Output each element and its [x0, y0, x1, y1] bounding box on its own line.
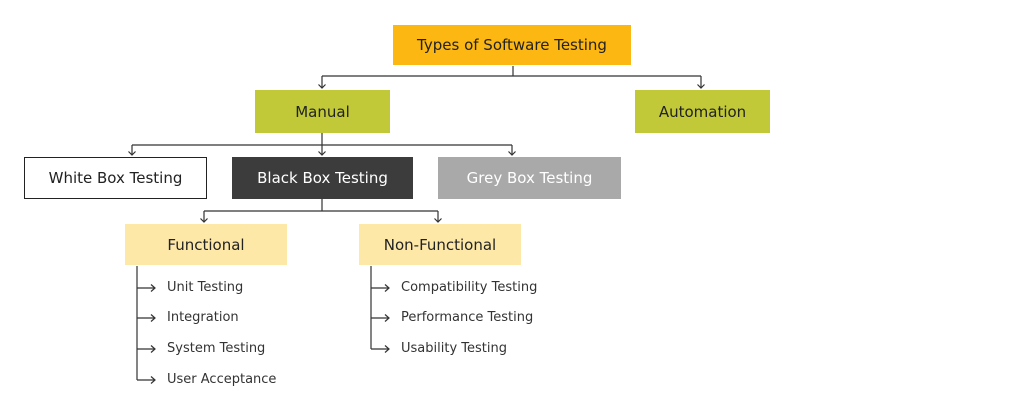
root-label: Types of Software Testing	[417, 36, 607, 54]
black-box-node: Black Box Testing	[232, 157, 413, 199]
non-functional-item-performance: Performance Testing	[401, 310, 534, 325]
connector-manual-to-types	[131, 133, 513, 155]
arrowheads-non-functional-list	[384, 284, 390, 353]
white-box-node: White Box Testing	[24, 157, 207, 199]
functional-item-system-testing: System Testing	[167, 341, 266, 356]
arrowhead-functional	[200, 218, 208, 223]
connector-black-box-to-subtypes	[203, 199, 439, 222]
automation-label: Automation	[658, 102, 747, 121]
connector-functional-list	[136, 266, 155, 381]
grey-box-label: Grey Box Testing	[466, 169, 593, 187]
functional-node: Functional	[125, 224, 287, 265]
non-functional-item-compatibility: Compatibility Testing	[401, 280, 538, 295]
functional-label: Functional	[167, 235, 245, 254]
arrowhead-non-functional	[434, 218, 442, 223]
arrowhead-black-box	[318, 151, 326, 156]
functional-item-user-acceptance: User Acceptance	[167, 372, 277, 387]
non-functional-item-usability: Usability Testing	[401, 341, 507, 356]
functional-item-integration: Integration	[167, 310, 239, 325]
connector-root-to-categories	[321, 66, 702, 88]
automation-node: Automation	[635, 90, 770, 133]
root-node: Types of Software Testing	[393, 25, 631, 65]
arrowhead-grey-box	[508, 151, 516, 156]
arrowhead-manual	[318, 84, 326, 89]
white-box-label: White Box Testing	[48, 169, 183, 187]
grey-box-node: Grey Box Testing	[438, 157, 621, 199]
non-functional-label: Non-Functional	[383, 235, 497, 254]
black-box-label: Black Box Testing	[257, 169, 388, 187]
manual-node: Manual	[255, 90, 390, 133]
arrowheads-functional-list	[150, 284, 156, 384]
arrowhead-white-box	[128, 151, 136, 156]
functional-item-unit-testing: Unit Testing	[167, 280, 244, 295]
arrowhead-automation	[697, 84, 705, 89]
connector-non-functional-list	[370, 266, 389, 350]
manual-label: Manual	[295, 102, 350, 121]
non-functional-node: Non-Functional	[359, 224, 521, 265]
